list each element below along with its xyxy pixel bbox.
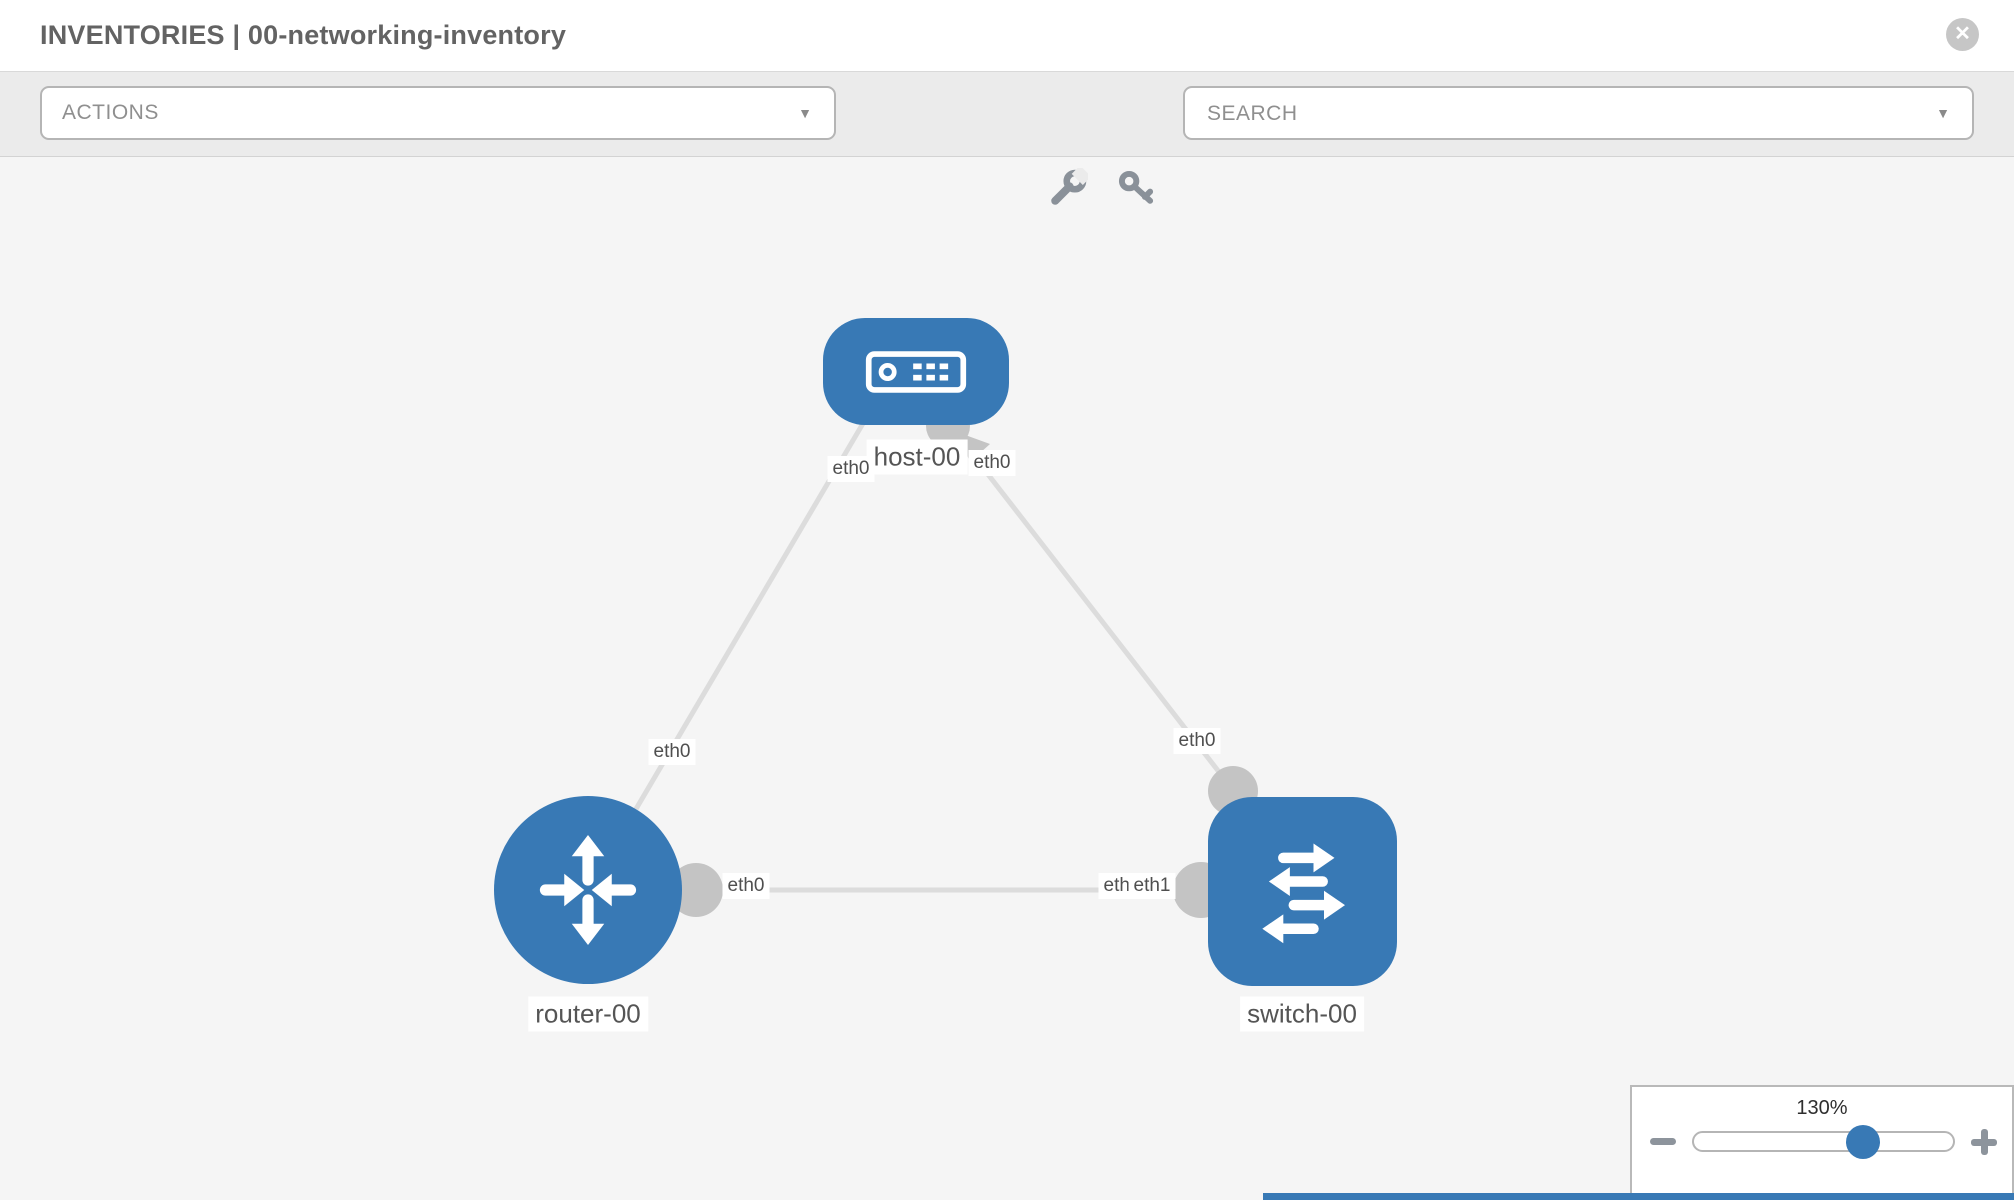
interface-label: eth1 <box>1128 873 1176 899</box>
wrench-icon[interactable] <box>1046 168 1088 210</box>
chevron-down-icon: ▼ <box>1936 105 1950 121</box>
actions-dropdown[interactable]: ACTIONS ▼ <box>40 86 836 140</box>
minus-icon[interactable] <box>1650 1138 1676 1145</box>
search-input[interactable] <box>1205 88 1878 140</box>
interface-label: eth0 <box>827 456 875 482</box>
node-switch-00[interactable] <box>1208 797 1397 986</box>
page-title: INVENTORIES | 00-networking-inventory <box>40 20 567 50</box>
interface-label: eth0 <box>968 450 1016 476</box>
zoom-level-value: 130% <box>1796 1097 1848 1119</box>
switch-icon <box>1261 842 1345 943</box>
zoom-slider-track[interactable] <box>1692 1131 1955 1152</box>
bottom-blue-bar <box>1263 1193 2014 1200</box>
node-label-switch: switch-00 <box>1240 996 1364 1032</box>
interface-label: eth0 <box>1173 728 1221 754</box>
interface-connector[interactable] <box>669 863 723 917</box>
chevron-down-icon: ▼ <box>798 105 812 121</box>
zoom-slider-thumb[interactable] <box>1846 1125 1880 1159</box>
interface-label: eth0 <box>722 873 770 899</box>
plus-icon[interactable] <box>1971 1129 1997 1155</box>
node-host-00[interactable] <box>823 318 1009 425</box>
interface-label: eth0 <box>648 739 696 765</box>
search-dropdown[interactable]: ▼ <box>1183 86 1974 140</box>
node-label-router: router-00 <box>528 996 648 1032</box>
key-icon[interactable] <box>1116 168 1158 210</box>
header: INVENTORIES | 00-networking-inventory ✕ <box>0 0 2014 72</box>
router-icon <box>539 835 637 945</box>
host-icon <box>865 350 967 393</box>
actions-dropdown-label: ACTIONS <box>62 101 159 124</box>
close-icon[interactable]: ✕ <box>1946 18 1979 51</box>
node-router-00[interactable] <box>494 796 682 984</box>
toolbar: ACTIONS ▼ ▼ <box>0 72 2014 205</box>
node-label-host: host-00 <box>866 439 968 475</box>
